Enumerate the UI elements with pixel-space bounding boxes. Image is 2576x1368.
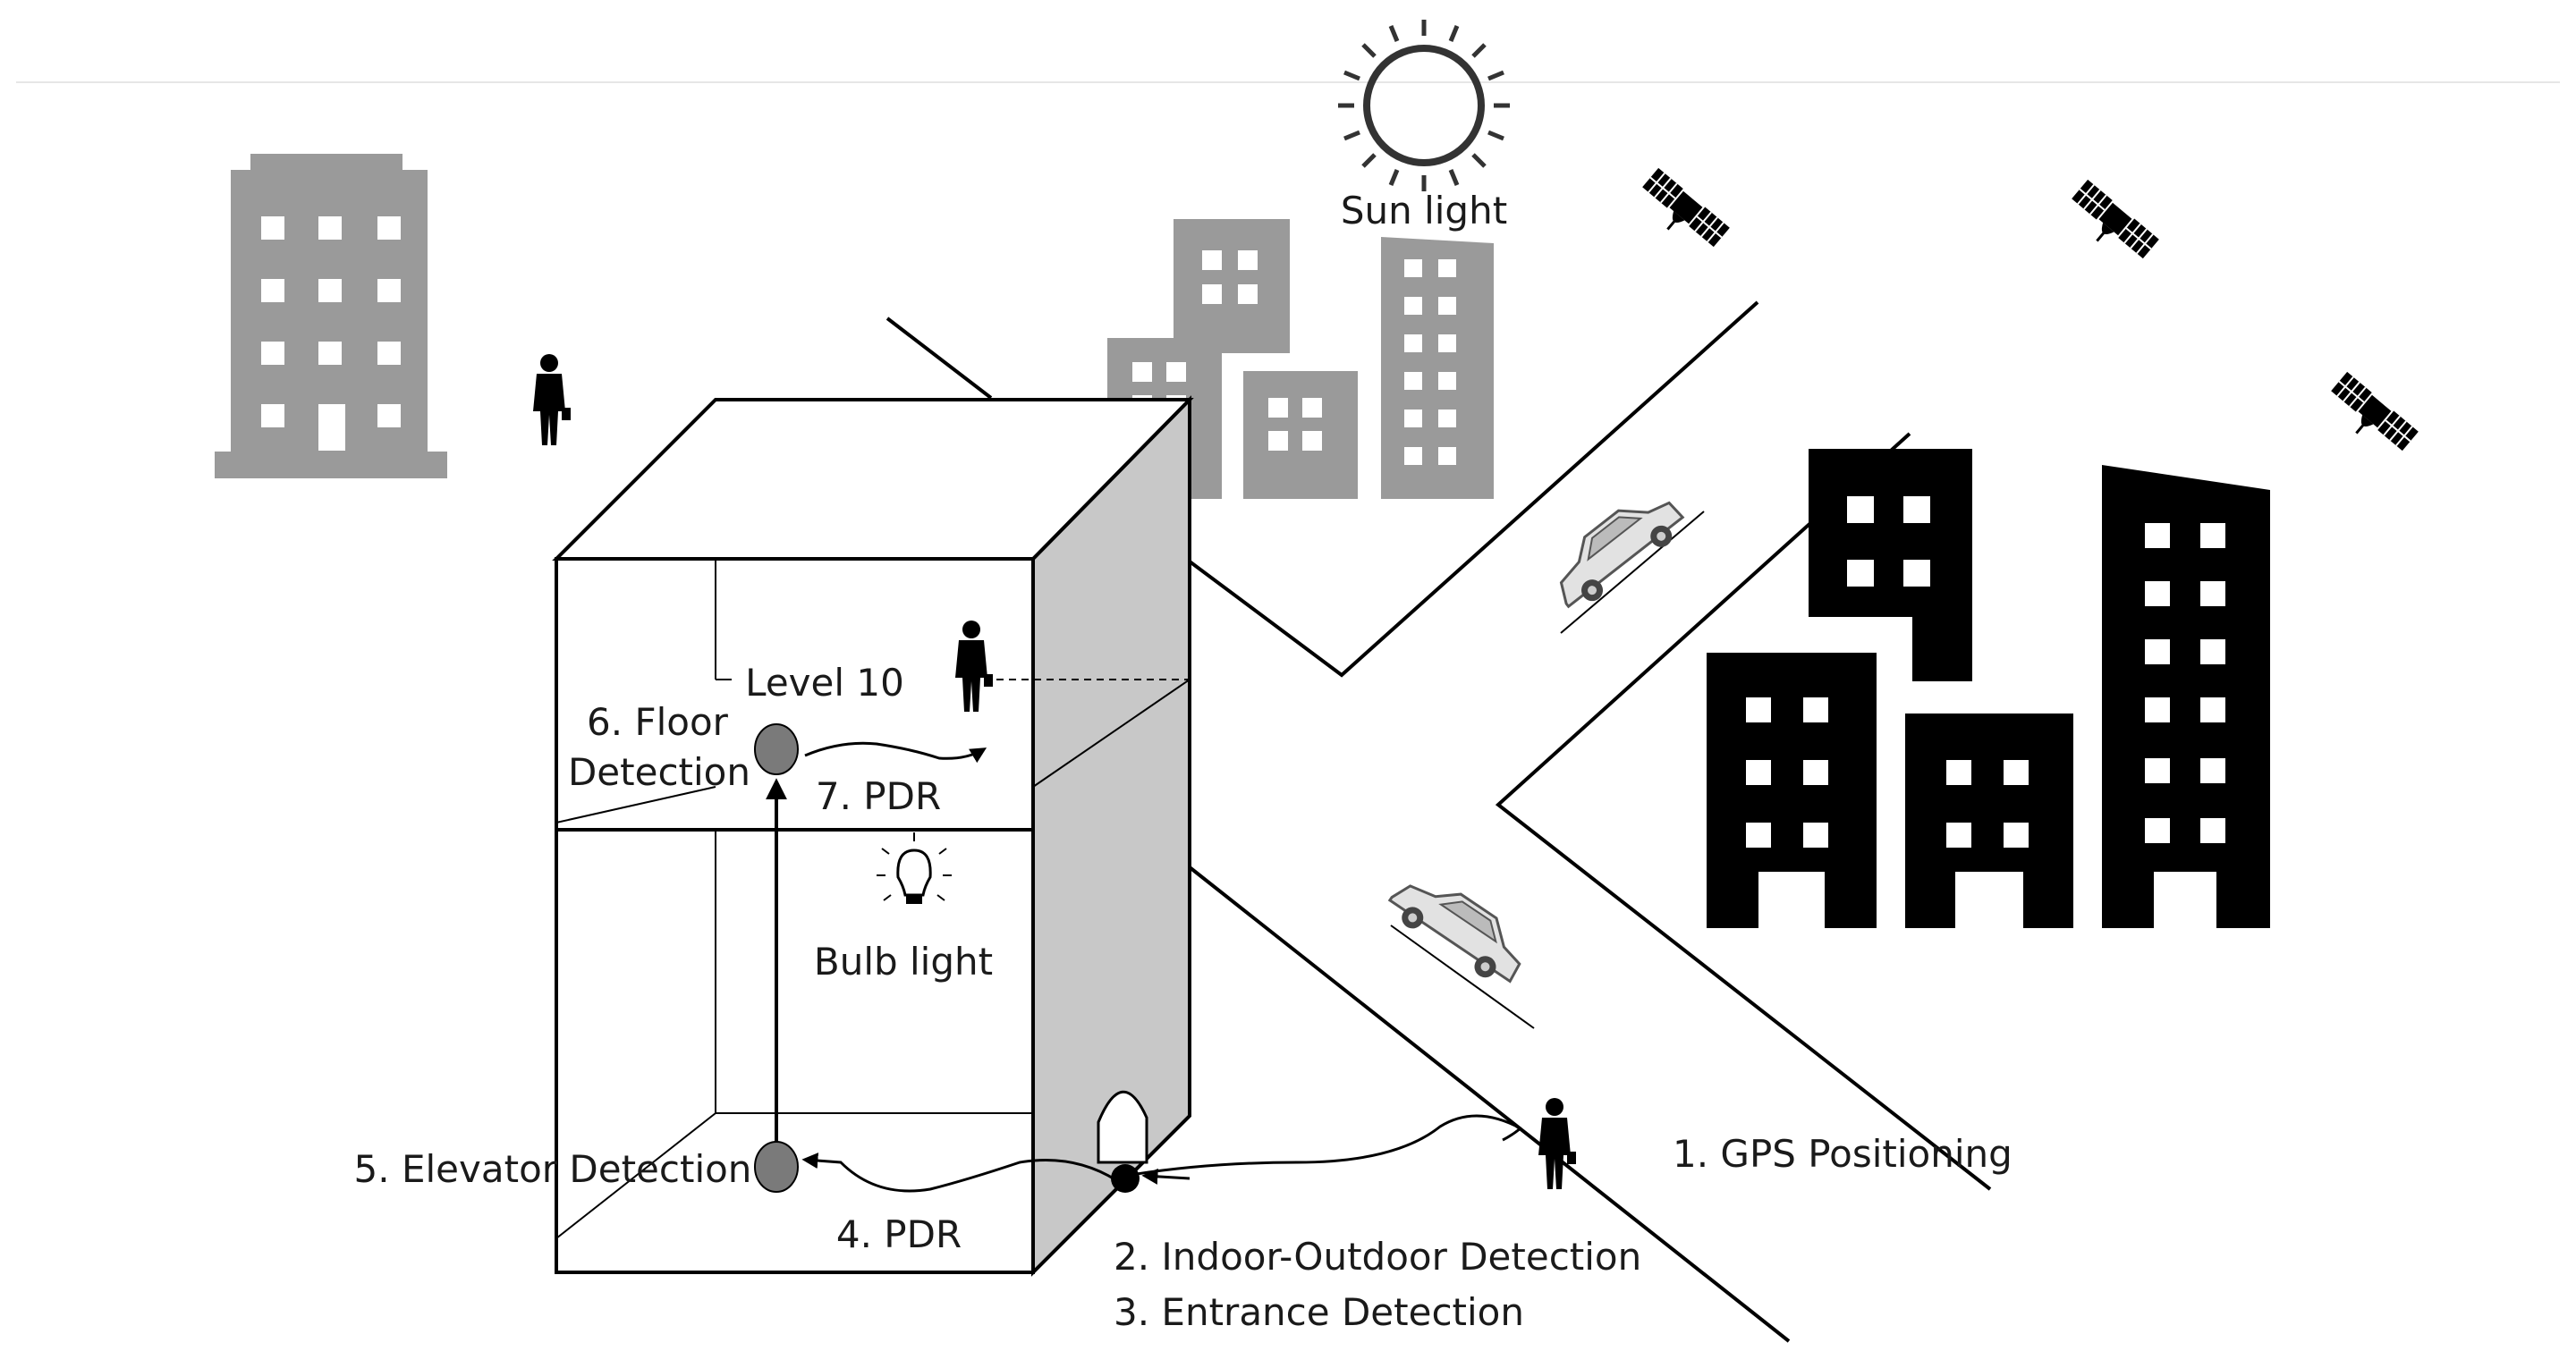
car-icon [1539, 480, 1692, 618]
sun-icon [1338, 20, 1510, 191]
grey-building-left [215, 154, 447, 478]
pedestrian-icon [533, 354, 571, 445]
gps-positioning-label: 1. GPS Positioning [1673, 1132, 2012, 1176]
roads [886, 300, 1992, 1343]
elevator-node-icon [754, 1141, 799, 1193]
satellite-icon [2319, 370, 2420, 465]
indoor-building-box [552, 395, 1194, 1277]
pdr-lower-path [801, 1153, 1117, 1193]
floor-detection-label-line1: 6. Floor [587, 700, 729, 744]
bulb-light-label: Bulb light [814, 940, 993, 984]
sun-light-label: Sun light [1341, 189, 1507, 232]
car-icon [1381, 861, 1537, 993]
floor-node-icon [754, 723, 799, 775]
outdoor-path [1124, 1114, 1521, 1178]
entrance-detection-label: 3. Entrance Detection [1114, 1290, 1524, 1334]
pdr-upper-path [804, 741, 987, 764]
pedestrian-icon [1538, 1098, 1576, 1189]
satellite-icon [2060, 178, 2161, 273]
entrance-node-icon [1111, 1164, 1140, 1193]
bulb-icon [877, 832, 952, 904]
pdr-lower-label: 4. PDR [836, 1212, 962, 1256]
pdr-upper-label: 7. PDR [816, 774, 941, 818]
floor-detection-label-line2: Detection [568, 750, 750, 794]
level-10-label: Level 10 [745, 661, 904, 705]
elevator-detection-label: 5. Elevator Detection [354, 1147, 752, 1191]
black-building-cluster [1707, 449, 2270, 928]
satellite-icon [1631, 166, 1732, 261]
indoor-outdoor-detection-label: 2. Indoor-Outdoor Detection [1114, 1235, 1641, 1279]
